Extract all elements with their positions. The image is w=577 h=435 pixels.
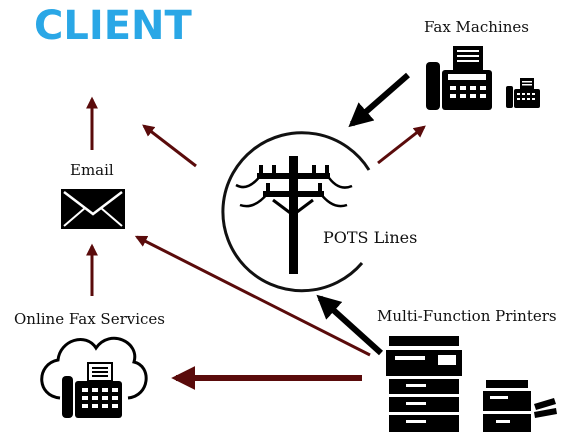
fax-machines-label: Fax Machines	[424, 18, 529, 36]
envelope-icon	[61, 189, 125, 229]
cloud-fax-icon	[40, 336, 148, 418]
arrow-pots-to-client	[142, 124, 197, 168]
diagram-title: CLIENT	[34, 3, 192, 49]
arrow-mfp-to-email	[134, 235, 371, 357]
multifunction-printer-icon	[386, 336, 557, 432]
telephone-pole-icon	[235, 156, 353, 274]
arrow-mfp-to-pots	[316, 294, 384, 356]
multi-function-printers-label: Multi-Function Printers	[377, 307, 557, 325]
fax-machine-icon	[426, 46, 540, 110]
pots-lines-node	[221, 131, 371, 293]
online-fax-services-label: Online Fax Services	[14, 310, 165, 328]
arrow-pots-to-fax	[377, 125, 426, 165]
arrow-fax-to-pots	[348, 72, 410, 128]
email-label: Email	[70, 161, 114, 179]
pots-lines-label: POTS Lines	[323, 228, 418, 247]
